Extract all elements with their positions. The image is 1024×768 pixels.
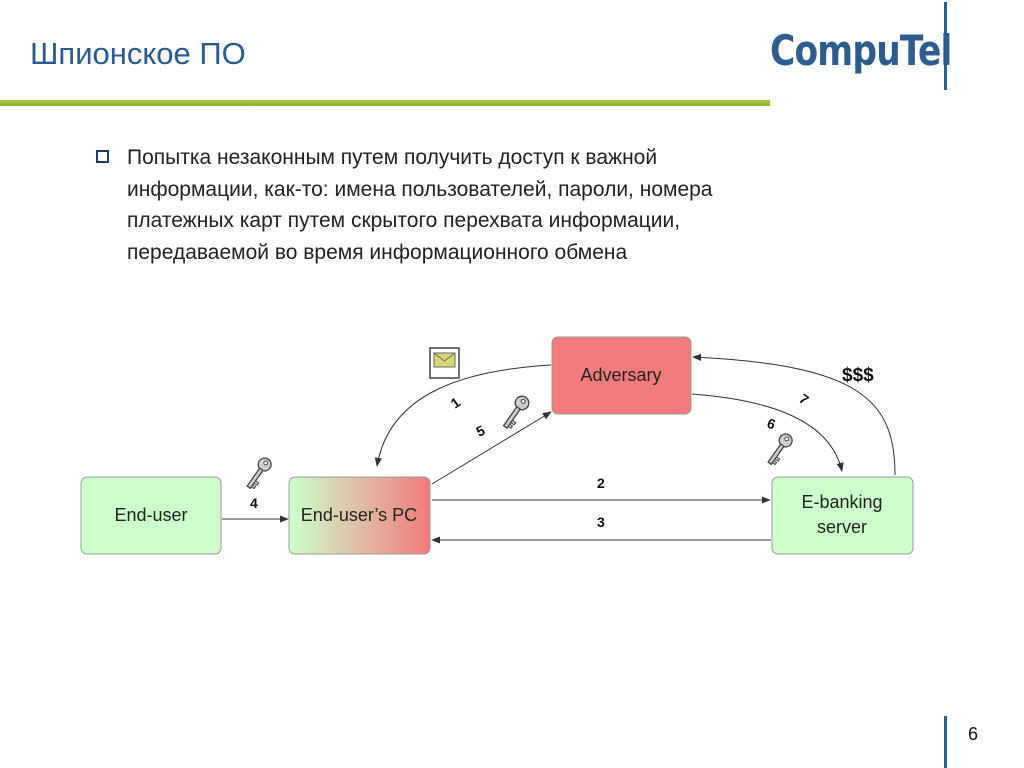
node-ebanking-label-line1: E-banking — [801, 492, 882, 512]
label-7: 7 — [796, 390, 812, 408]
page-number: 6 — [968, 724, 979, 744]
node-ebanking-server: E-banking server — [771, 476, 914, 555]
label-6: 6 — [765, 415, 778, 433]
label-5: 5 — [474, 422, 488, 440]
node-end-user-pc: End-user’s PC — [288, 476, 431, 555]
key-icon — [763, 430, 796, 468]
bullet-text: Попытка незаконным путем получить доступ… — [127, 146, 713, 264]
computel-logo: CompuTel — [770, 26, 952, 75]
footer-divider — [944, 716, 947, 768]
label-2: 2 — [597, 475, 605, 491]
node-ebanking-label-line2: server — [817, 517, 867, 537]
arrow-6 — [691, 393, 844, 472]
label-1: 1 — [448, 394, 464, 412]
key-icon — [498, 392, 533, 432]
label-4: 4 — [250, 495, 258, 511]
node-end-user-label: End-user — [114, 505, 187, 525]
checkbox-bullet-icon — [96, 150, 109, 163]
node-adversary-label: Adversary — [580, 365, 661, 385]
node-end-user-pc-label: End-user’s PC — [301, 505, 417, 525]
node-adversary: Adversary — [551, 336, 692, 415]
slide-title: Шпионское ПО — [30, 36, 246, 71]
arrow-5 — [431, 411, 552, 485]
money-label: $$$ — [842, 365, 874, 386]
title-underline — [0, 100, 770, 106]
label-3: 3 — [597, 514, 605, 530]
node-end-user: End-user — [80, 476, 222, 555]
key-icon — [242, 454, 275, 492]
arrow-1 — [374, 364, 552, 467]
envelope-icon — [429, 347, 460, 379]
logo-divider — [944, 2, 947, 90]
bullet-item: Попытка незаконным путем получить доступ… — [96, 142, 856, 268]
arrow-7 — [692, 353, 896, 476]
